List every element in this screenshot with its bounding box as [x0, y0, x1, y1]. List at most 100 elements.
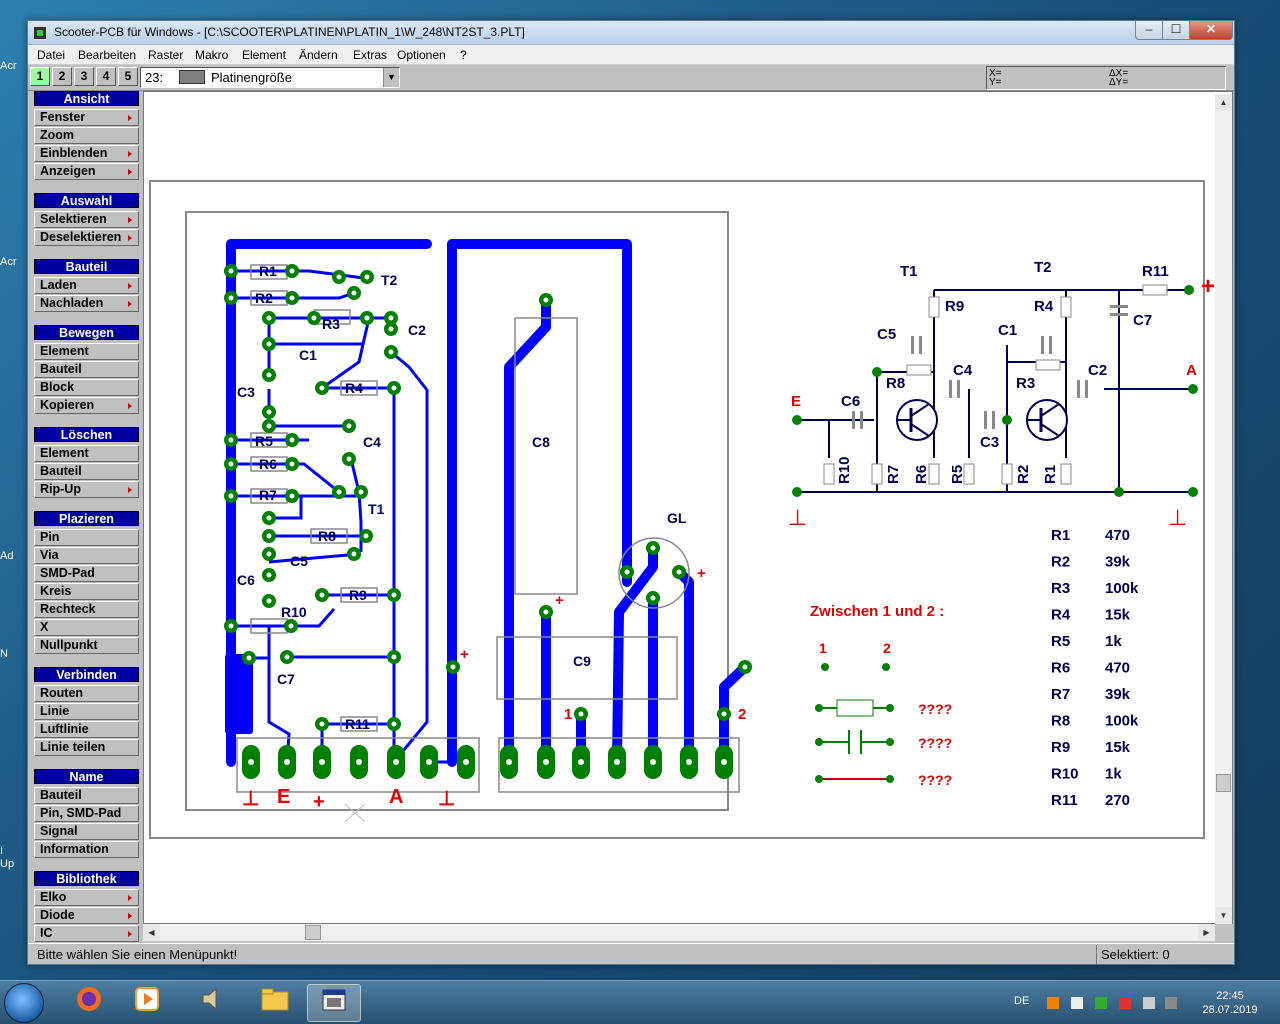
- pad-hole: [266, 533, 272, 539]
- sch-label-t2: T2: [1034, 259, 1052, 276]
- sidebar-item-nullpunkt[interactable]: Nullpunkt: [34, 637, 139, 654]
- layer-button-2[interactable]: 2: [52, 67, 72, 86]
- desktop-icon-label[interactable]: Acr: [0, 60, 17, 72]
- label-gl: GL: [667, 510, 687, 526]
- sidebar-item-pin[interactable]: Pin: [34, 529, 139, 546]
- layer-select[interactable]: 23: Platinengröße ▼: [140, 67, 400, 88]
- sch-label-c4: C4: [953, 362, 973, 379]
- group-header-auswahl: Auswahl: [34, 193, 139, 208]
- desktop-icon-label[interactable]: Up: [0, 858, 15, 870]
- title-bar[interactable]: Scooter-PCB für Windows - [C:\SCOOTER\PL…: [28, 21, 1234, 45]
- vertical-scroll-thumb[interactable]: [1216, 774, 1231, 792]
- sidebar-item-x[interactable]: X: [34, 619, 139, 636]
- sidebar-item-pin-smd-pad[interactable]: Pin, SMD-Pad: [34, 805, 139, 822]
- sch-label-r2: R2: [1015, 465, 1032, 484]
- sidebar-item-routen[interactable]: Routen: [34, 685, 139, 702]
- firefox-icon[interactable]: [62, 984, 116, 1022]
- menu-datei[interactable]: Datei: [37, 48, 66, 62]
- sidebar-item-element[interactable]: Element: [34, 445, 139, 462]
- desktop-icon-label[interactable]: Acr: [0, 256, 17, 268]
- sidebar-item-rechteck[interactable]: Rechteck: [34, 601, 139, 618]
- layer-button-5[interactable]: 5: [118, 67, 138, 86]
- horizontal-scroll-thumb[interactable]: [305, 925, 321, 940]
- desktop-icon-label[interactable]: Ad: [0, 550, 14, 562]
- chevron-down-icon[interactable]: ▼: [383, 68, 399, 87]
- sidebar-item-deselektieren[interactable]: Deselektieren: [34, 229, 139, 246]
- desktop-icon-label[interactable]: N: [0, 648, 8, 660]
- maximize-button[interactable]: ☐: [1162, 21, 1190, 40]
- close-button[interactable]: ✕: [1189, 21, 1233, 40]
- sidebar-item-elko[interactable]: Elko: [34, 889, 139, 906]
- sch-resistor: [1001, 463, 1013, 485]
- sidebar-item-information[interactable]: Information: [34, 841, 139, 858]
- value-ref: R5: [1051, 633, 1070, 650]
- sidebar-item-kreis[interactable]: Kreis: [34, 583, 139, 600]
- sidebar-item-block[interactable]: Block: [34, 379, 139, 396]
- sch-collector: [1040, 403, 1060, 417]
- pad-hole: [388, 349, 394, 355]
- media-player-icon[interactable]: [120, 984, 174, 1022]
- pad-hole: [319, 721, 325, 727]
- sidebar-item-bauteil[interactable]: Bauteil: [34, 787, 139, 804]
- sidebar-item-bauteil[interactable]: Bauteil: [34, 361, 139, 378]
- sch-resistor: [906, 364, 932, 376]
- menu-optionen[interactable]: Optionen: [397, 48, 446, 62]
- sch-resistor: [928, 296, 940, 318]
- sidebar-item-laden[interactable]: Laden: [34, 277, 139, 294]
- vertical-scrollbar[interactable]: ▲ ▼: [1215, 94, 1232, 924]
- value-ref: R8: [1051, 713, 1070, 730]
- minimize-button[interactable]: –: [1135, 21, 1163, 40]
- horizontal-scrollbar[interactable]: ◀ ▶: [143, 924, 1215, 941]
- sidebar-item-diode[interactable]: Diode: [34, 907, 139, 924]
- menu-raster[interactable]: Raster: [148, 48, 184, 62]
- sidebar-item-luftlinie[interactable]: Luftlinie: [34, 721, 139, 738]
- menu-help[interactable]: ?: [460, 48, 467, 62]
- sidebar-item-rip-up[interactable]: Rip-Up: [34, 481, 139, 498]
- sidebar-item-smd-pad[interactable]: SMD-Pad: [34, 565, 139, 582]
- sidebar-item-via[interactable]: Via: [34, 547, 139, 564]
- app-icon[interactable]: [33, 26, 47, 40]
- sidebar-item-selektieren[interactable]: Selektieren: [34, 211, 139, 228]
- folder-icon[interactable]: [248, 984, 302, 1022]
- r11-body: [340, 716, 378, 732]
- value-val: 470: [1105, 660, 1130, 677]
- scroll-down-icon[interactable]: ▼: [1215, 907, 1232, 924]
- scroll-right-icon[interactable]: ▶: [1198, 924, 1215, 941]
- desktop-icon-label[interactable]: I: [0, 845, 4, 857]
- sidebar-item-signal[interactable]: Signal: [34, 823, 139, 840]
- sidebar-item-anzeigen[interactable]: Anzeigen: [34, 163, 139, 180]
- sidebar-item-bauteil[interactable]: Bauteil: [34, 463, 139, 480]
- sidebar-item-linie-teilen[interactable]: Linie teilen: [34, 739, 139, 756]
- sidebar-item-fenster[interactable]: Fenster: [34, 109, 139, 126]
- sidebar-item-nachladen[interactable]: Nachladen: [34, 295, 139, 312]
- menu-makro[interactable]: Makro: [195, 48, 229, 62]
- label-c3: C3: [237, 384, 255, 400]
- scroll-left-icon[interactable]: ◀: [143, 924, 160, 941]
- menu-extras[interactable]: Extras: [353, 48, 388, 62]
- sidebar-item-linie[interactable]: Linie: [34, 703, 139, 720]
- sidebar-item-kopieren[interactable]: Kopieren: [34, 397, 139, 414]
- sidebar-item-einblenden[interactable]: Einblenden: [34, 145, 139, 162]
- menu-bearbeiten[interactable]: Bearbeiten: [78, 48, 137, 62]
- language-indicator[interactable]: DE: [1014, 995, 1030, 1007]
- sidebar-item-ic[interactable]: IC: [34, 925, 139, 942]
- sidebar-item-element[interactable]: Element: [34, 343, 139, 360]
- layer-button-3[interactable]: 3: [74, 67, 94, 86]
- layer-button-4[interactable]: 4: [96, 67, 116, 86]
- start-button[interactable]: [4, 983, 44, 1023]
- layer-button-1[interactable]: 1: [30, 67, 50, 86]
- scooter-pcb-task-icon[interactable]: [307, 984, 361, 1022]
- menu-aendern[interactable]: Ändern: [299, 48, 338, 62]
- scroll-up-icon[interactable]: ▲: [1215, 94, 1232, 111]
- tray-icons[interactable]: [1045, 995, 1185, 1011]
- pad-hole: [319, 385, 325, 391]
- menu-element[interactable]: Element: [242, 48, 287, 62]
- sch-emitter: [910, 423, 930, 437]
- speaker-icon[interactable]: [185, 984, 239, 1022]
- sidebar-item-zoom[interactable]: Zoom: [34, 127, 139, 144]
